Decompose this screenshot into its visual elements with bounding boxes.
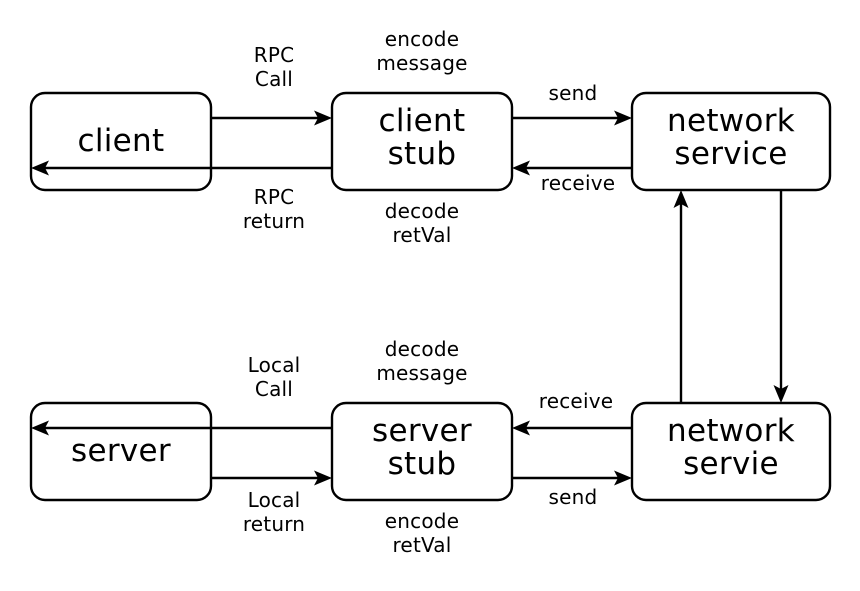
arrow-client-to-client-stub (211, 110, 332, 126)
edge-label-send-bottom: send (548, 485, 598, 509)
edge-label-decode-retval: decode retVal (384, 199, 460, 247)
arrow-network-bottom-to-network-top (673, 190, 689, 403)
arrow-network-to-client-stub (512, 160, 632, 176)
arrow-client-stub-to-client (31, 160, 332, 176)
node-box-network-top[interactable] (630, 91, 832, 192)
node-box-server-stub[interactable] (330, 401, 514, 502)
node-box-network-bottom[interactable] (630, 401, 832, 502)
arrow-server-stub-to-network-bottom (512, 470, 632, 486)
edge-label-encode-message: encode message (376, 27, 468, 75)
edge-label-rpc-call: RPC Call (253, 43, 295, 91)
arrow-network-bottom-to-server-stub (512, 420, 632, 436)
node-box-client-stub[interactable] (330, 91, 514, 192)
edge-label-decode-message: decode message (376, 337, 468, 385)
edge-label-send-top: send (548, 81, 598, 105)
arrow-network-top-to-network-bottom (773, 190, 789, 403)
arrow-server-stub-to-server (31, 420, 332, 436)
edge-label-receive-top: receive (540, 171, 616, 195)
edge-label-rpc-return: RPC return (242, 185, 306, 233)
node-box-client[interactable] (29, 91, 213, 192)
edge-label-encode-retval: encode retVal (384, 509, 460, 557)
edge-label-local-return: Local return (242, 488, 306, 536)
edge-label-local-call: Local Call (247, 353, 301, 401)
arrow-server-to-server-stub (211, 470, 332, 486)
arrow-client-stub-to-network (512, 110, 632, 126)
edge-label-receive-bottom: receive (538, 389, 614, 413)
node-box-server[interactable] (29, 401, 213, 502)
